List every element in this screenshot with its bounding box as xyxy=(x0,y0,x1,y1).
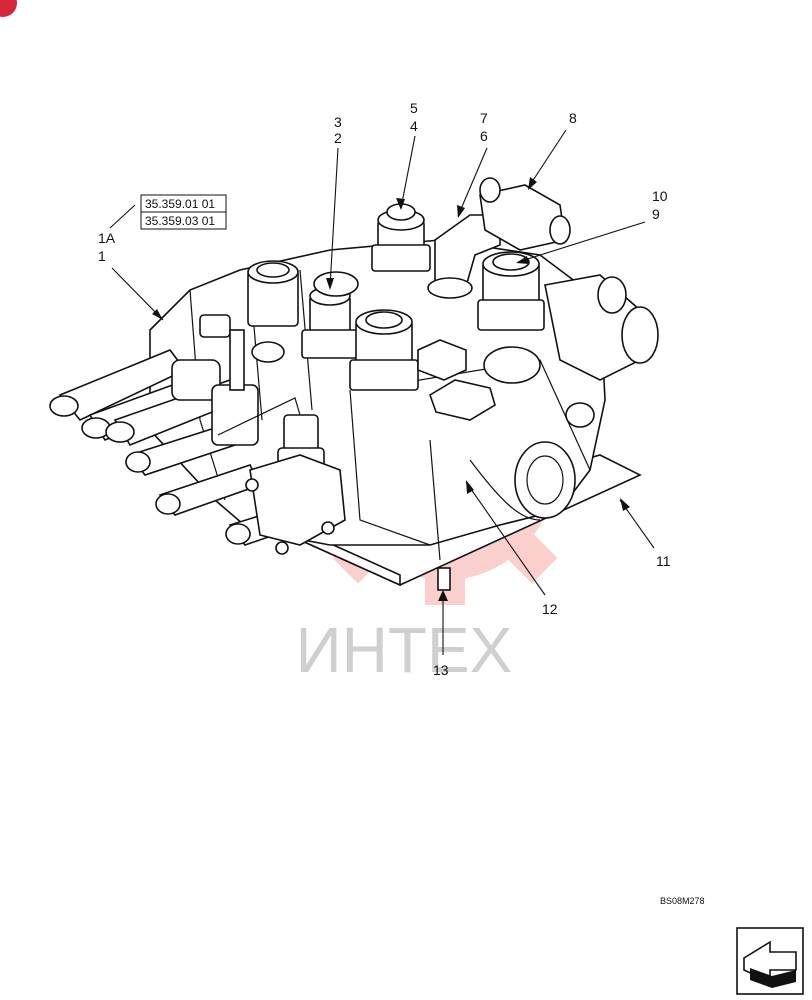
callout-6: 6 xyxy=(480,128,488,144)
reference-box-2: 35.359.03 01 xyxy=(145,214,215,228)
page-corner-arrow-icon[interactable] xyxy=(736,927,804,995)
callout-13: 13 xyxy=(433,662,449,678)
valve-assembly-drawing xyxy=(49,177,659,591)
callout-9: 9 xyxy=(652,206,660,222)
leader-arrowheads xyxy=(152,177,630,601)
callout-7: 7 xyxy=(480,110,488,126)
callout-11: 11 xyxy=(656,553,671,569)
callout-10: 10 xyxy=(652,188,668,204)
watermark-text: ИНТЕХ xyxy=(296,614,513,686)
corner-badge-icon xyxy=(0,0,17,17)
callout-3: 3 xyxy=(334,114,342,130)
reference-box-1: 35.359.01 01 xyxy=(145,197,215,211)
drawing-code: BS08M278 xyxy=(660,896,705,906)
callout-4: 4 xyxy=(410,118,418,134)
leader-lines xyxy=(109,129,655,655)
reference-box-group: 35.359.01 01 35.359.03 01 xyxy=(140,194,227,230)
callout-labels: 1A 1 3 2 5 4 7 6 8 10 9 11 12 13 xyxy=(98,100,671,678)
callout-12: 12 xyxy=(542,601,558,617)
callout-8: 8 xyxy=(569,110,577,126)
spool-ends xyxy=(49,329,320,546)
callout-5: 5 xyxy=(410,100,418,116)
callout-1a: 1A xyxy=(98,230,116,246)
callout-1: 1 xyxy=(98,248,106,264)
callout-2: 2 xyxy=(334,130,342,146)
